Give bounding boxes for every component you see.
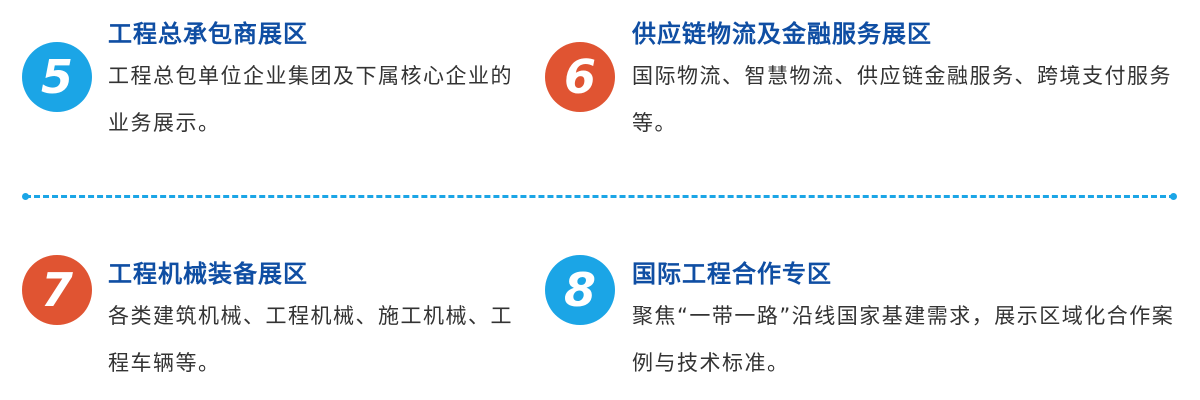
dashed-divider (25, 195, 1175, 198)
zone-number-badge: 7 (22, 255, 92, 325)
zone-title: 国际工程合作专区 (632, 260, 832, 288)
divider-end-dot (1170, 193, 1177, 200)
zone-number-badge: 5 (22, 42, 92, 112)
zone-title: 工程机械装备展区 (108, 260, 308, 288)
zone-description: 国际物流、智慧物流、供应链金融服务、跨境支付服务等。 (632, 64, 1172, 135)
zone-number-badge: 6 (545, 42, 615, 112)
zone-description: 工程总包单位企业集团及下属核心企业的业务展示。 (108, 64, 513, 135)
zone-title: 供应链物流及金融服务展区 (632, 20, 932, 48)
zone-description: 各类建筑机械、工程机械、施工机械、工程车辆等。 (108, 304, 513, 375)
zone-number-badge: 8 (545, 255, 615, 325)
zone-description: 聚焦“一带一路”沿线国家基建需求，展示区域化合作案例与技术标准。 (632, 304, 1175, 375)
zone-title: 工程总承包商展区 (108, 20, 308, 48)
